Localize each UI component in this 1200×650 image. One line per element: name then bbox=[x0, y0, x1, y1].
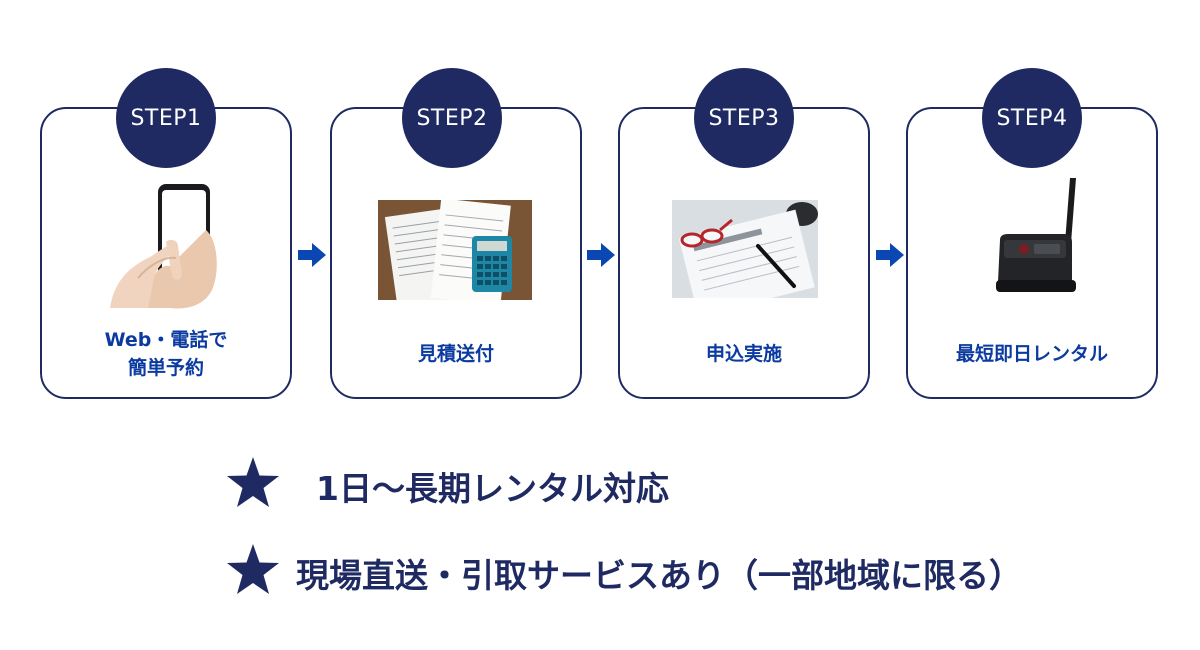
step-label-line: 簡単予約 bbox=[127, 357, 204, 379]
antenna-device-icon bbox=[990, 176, 1086, 300]
arrow-right-icon bbox=[298, 243, 326, 267]
application-form-pen-icon bbox=[672, 200, 818, 298]
star-icon bbox=[227, 457, 279, 507]
step-label-line: 申込実施 bbox=[705, 343, 782, 365]
step-badge-label: STEP2 bbox=[416, 105, 488, 131]
arrow-right-icon bbox=[587, 243, 615, 267]
step-label-line: 最短即日レンタル bbox=[955, 343, 1108, 365]
step-badge-label: STEP3 bbox=[708, 105, 780, 131]
step-label-4: 最短即日レンタル bbox=[906, 340, 1158, 368]
documents-calculator-icon bbox=[378, 200, 532, 300]
step-badge-3: STEP3 bbox=[694, 68, 794, 168]
step-label-2: 見積送付 bbox=[330, 340, 582, 368]
step-label-3: 申込実施 bbox=[618, 340, 870, 368]
feature-text-1: 1日〜長期レンタル対応 bbox=[316, 469, 669, 508]
step-label-1: Web・電話で 簡単予約 bbox=[40, 326, 292, 382]
step-label-line: 見積送付 bbox=[417, 343, 494, 365]
star-icon bbox=[227, 544, 279, 594]
feature-text-2: 現場直送・引取サービスあり（一部地域に限る） bbox=[296, 556, 1022, 595]
step-badge-4: STEP4 bbox=[982, 68, 1082, 168]
step-badge-1: STEP1 bbox=[116, 68, 216, 168]
arrow-right-icon bbox=[876, 243, 904, 267]
step-badge-2: STEP2 bbox=[402, 68, 502, 168]
smartphone-hand-icon bbox=[108, 182, 222, 312]
step-badge-label: STEP1 bbox=[130, 105, 202, 131]
step-label-line: Web・電話で bbox=[104, 329, 228, 351]
step-badge-label: STEP4 bbox=[996, 105, 1068, 131]
